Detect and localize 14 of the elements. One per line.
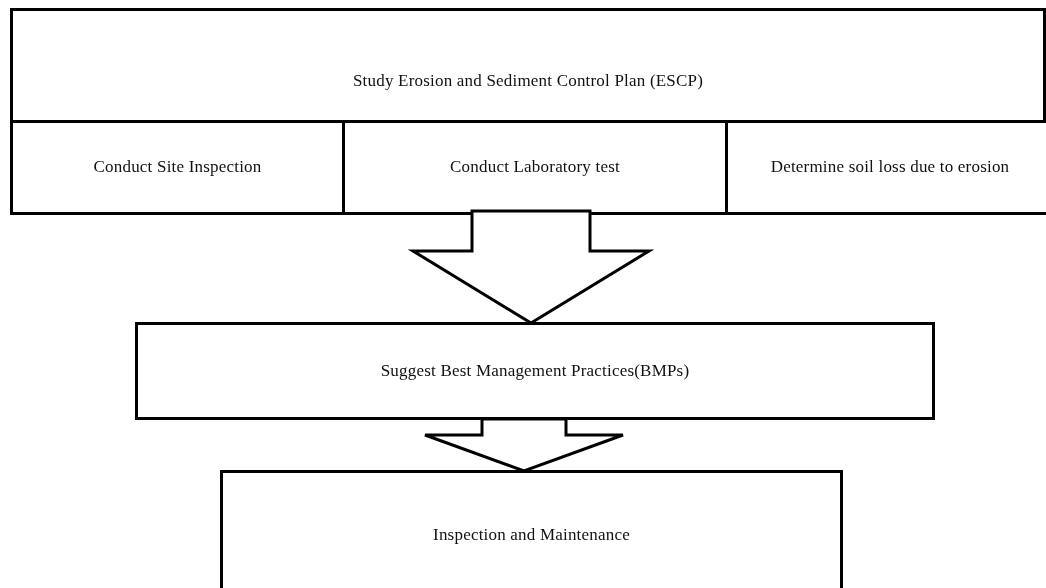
process-box	[342, 120, 728, 215]
box-label: Conduct Site Inspection	[93, 157, 262, 178]
box-label: Conduct Laboratory test	[450, 157, 620, 178]
box-label: Study Erosion and Sediment Control Plan (ESCP)	[352, 71, 704, 92]
process-box	[725, 120, 1046, 215]
process-box	[220, 470, 843, 588]
box-label: Determine soil loss due to erosion	[770, 157, 1010, 178]
block-arrow	[423, 417, 625, 473]
box-label: Inspection and Maintenance	[433, 524, 630, 546]
process-box	[10, 8, 1046, 212]
process-box	[10, 120, 345, 215]
box-label: Suggest Best Management Practices(BMPs)	[380, 360, 690, 382]
block-arrow	[407, 209, 655, 325]
process-box	[135, 322, 935, 420]
